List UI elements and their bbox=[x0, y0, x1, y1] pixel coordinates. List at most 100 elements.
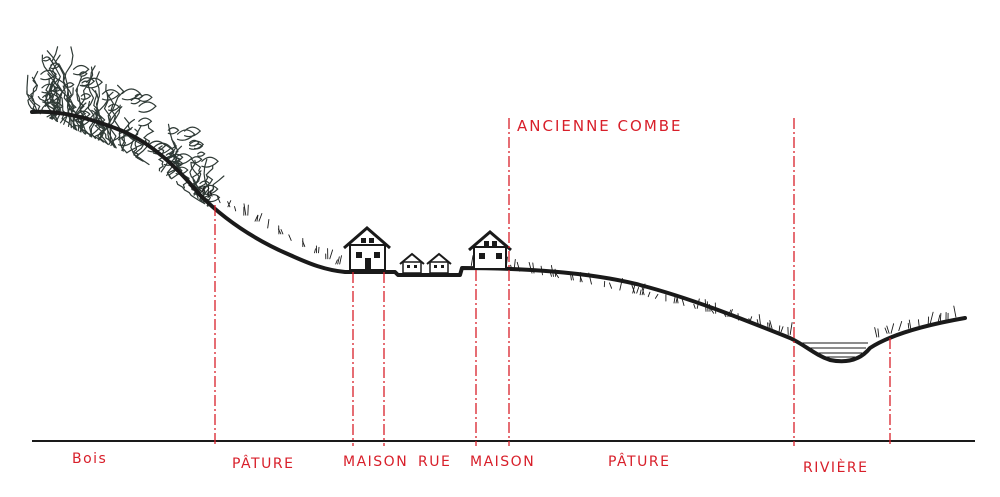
house-small-2 bbox=[426, 252, 452, 274]
grass-blade bbox=[288, 234, 292, 241]
forest-trees bbox=[26, 46, 225, 207]
grass-blade bbox=[768, 322, 771, 330]
foliage-stroke bbox=[50, 62, 61, 70]
foliage-stroke bbox=[79, 71, 88, 77]
zone-label-maison-1: MAISON bbox=[343, 454, 408, 470]
foliage-stroke bbox=[147, 140, 167, 153]
foliage-stroke bbox=[189, 140, 205, 150]
zone-label-pature-1: PÂTURE bbox=[232, 454, 294, 472]
grass-blade bbox=[917, 319, 920, 327]
grass-blade bbox=[631, 284, 636, 294]
grass-blade bbox=[647, 291, 651, 298]
grass-blade bbox=[318, 246, 320, 254]
foliage-stroke bbox=[138, 117, 153, 127]
foliage-stroke bbox=[40, 69, 57, 81]
grass-blade bbox=[693, 303, 696, 309]
foliage-stroke bbox=[80, 93, 92, 100]
foliage-stroke bbox=[183, 126, 202, 138]
tree-stroke bbox=[120, 117, 131, 154]
grass-blade bbox=[207, 186, 210, 197]
grass-blade bbox=[937, 314, 941, 322]
grass-blade bbox=[470, 255, 474, 266]
grass-blade bbox=[234, 206, 237, 212]
foliage-stroke bbox=[108, 103, 120, 112]
foliage-stroke bbox=[134, 93, 144, 100]
tree-stroke bbox=[157, 145, 165, 172]
foliage-stroke bbox=[79, 77, 96, 87]
grass-blade bbox=[789, 322, 793, 335]
tree-stroke bbox=[135, 124, 155, 158]
house-small-1 bbox=[399, 252, 425, 274]
foliage-stroke bbox=[42, 93, 59, 104]
grass-blade bbox=[609, 282, 613, 289]
grass-blade bbox=[258, 213, 263, 222]
grass-blade bbox=[939, 312, 942, 322]
grass-blade bbox=[570, 273, 572, 281]
tree-stroke bbox=[27, 76, 38, 113]
foliage-stroke bbox=[53, 86, 62, 92]
grass-blade bbox=[256, 214, 259, 222]
grass-blade bbox=[639, 289, 642, 296]
tree-stroke bbox=[66, 87, 74, 127]
grass-blade bbox=[337, 256, 340, 265]
grass-blade bbox=[929, 311, 934, 325]
foliage-stroke bbox=[72, 64, 90, 76]
foliage-stroke bbox=[197, 151, 206, 157]
zone-label-rue: RUE bbox=[418, 454, 451, 470]
foliage-stroke bbox=[201, 156, 219, 168]
tree-stroke bbox=[58, 63, 75, 129]
foliage-stroke bbox=[176, 129, 196, 141]
tree-stroke bbox=[176, 180, 206, 205]
terrain-profile bbox=[30, 109, 967, 364]
grass-blade bbox=[953, 305, 957, 318]
foliage-stroke bbox=[65, 82, 75, 88]
grass-blade bbox=[710, 308, 715, 314]
grass-blade bbox=[874, 327, 878, 338]
grass-blade bbox=[877, 328, 880, 338]
grass-blade bbox=[769, 320, 773, 330]
grass-blade bbox=[247, 204, 249, 216]
foliage-stroke bbox=[165, 152, 175, 159]
tree-stroke bbox=[160, 123, 177, 173]
grass-blade bbox=[907, 322, 910, 329]
foliage-stroke bbox=[43, 56, 52, 62]
grass-blade bbox=[555, 272, 559, 279]
zone-label-riviere: RIVIÈRE bbox=[803, 459, 868, 476]
zone-label-bois: Bois bbox=[72, 451, 107, 467]
grass-blade bbox=[243, 203, 247, 216]
grass-blade bbox=[884, 327, 888, 334]
foliage-stroke bbox=[190, 156, 203, 164]
grass-blade bbox=[280, 229, 284, 235]
grass-blade bbox=[209, 191, 211, 197]
foliage-stroke bbox=[138, 101, 157, 113]
tree-stroke bbox=[26, 90, 41, 114]
river-water bbox=[798, 342, 868, 358]
zone-label-maison-2: MAISON bbox=[470, 454, 535, 470]
grass-blade bbox=[886, 325, 890, 334]
grass-blade bbox=[201, 185, 205, 193]
foliage-stroke bbox=[167, 127, 180, 135]
grass-blade bbox=[636, 287, 640, 294]
foliage-stroke bbox=[174, 153, 193, 165]
grass-blade bbox=[339, 255, 342, 265]
grass-blade bbox=[210, 190, 213, 197]
grass-blade bbox=[216, 195, 221, 204]
foliage-stroke bbox=[189, 139, 200, 147]
foliage-stroke bbox=[121, 88, 142, 101]
grass-blade bbox=[267, 219, 270, 229]
foliage-stroke bbox=[101, 89, 121, 101]
foliage-stroke bbox=[140, 93, 153, 102]
grass-blade bbox=[277, 228, 282, 235]
foliage-stroke bbox=[163, 155, 181, 166]
grass-blade bbox=[758, 314, 762, 327]
tree-stroke bbox=[88, 88, 100, 140]
tree-stroke bbox=[93, 90, 109, 145]
grass-blade bbox=[314, 248, 316, 254]
house-large-right bbox=[468, 230, 512, 270]
grass-blade bbox=[890, 323, 895, 334]
grass-blade bbox=[780, 326, 784, 333]
grass-blade bbox=[329, 249, 334, 260]
foliage-stroke bbox=[117, 135, 136, 147]
grass-blade bbox=[898, 320, 903, 332]
